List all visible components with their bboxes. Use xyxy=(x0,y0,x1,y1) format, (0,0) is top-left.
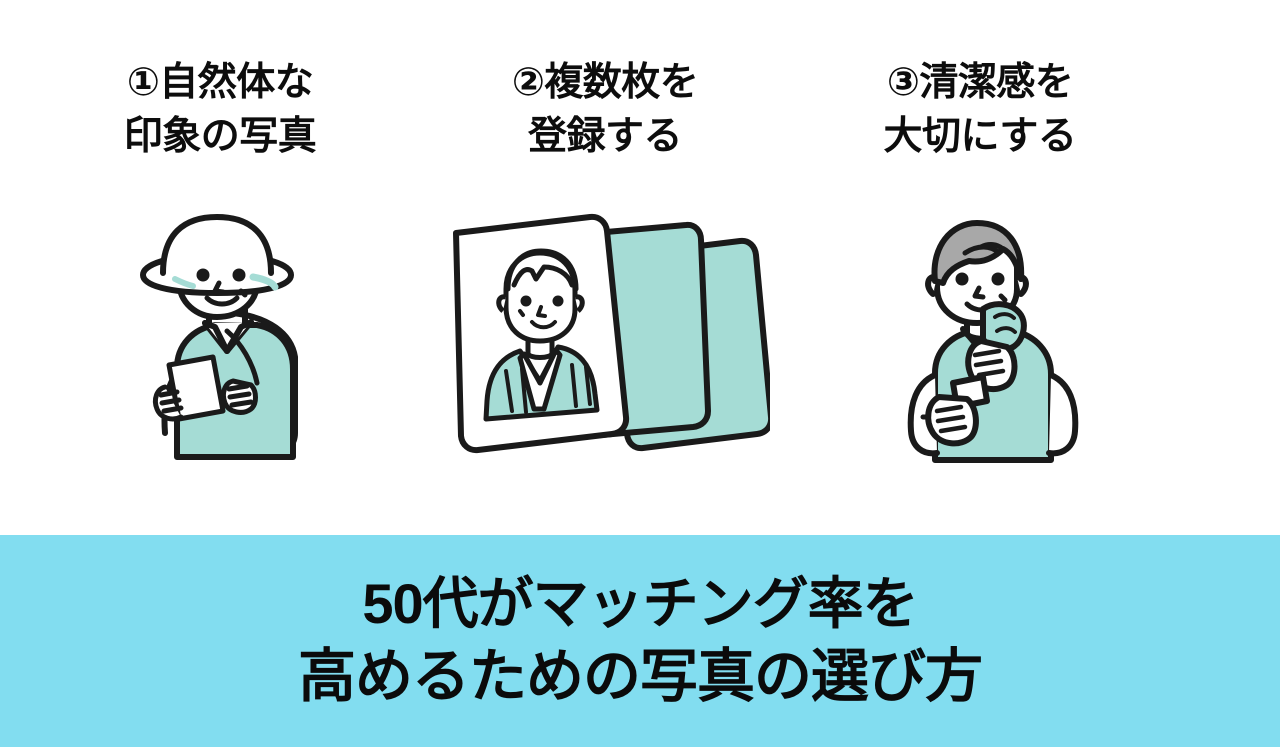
card-portrait xyxy=(483,248,600,422)
banner-title-line-1: 50代がマッチング率を xyxy=(362,572,918,636)
banner-title-line-2: 高めるための写真の選び方 xyxy=(297,643,983,709)
illustration-3-wrapper xyxy=(810,205,1150,505)
illustration-2-wrapper xyxy=(435,205,775,505)
face-eye-right xyxy=(232,268,246,282)
tip-heading-1: ①自然体な 印象の写真 xyxy=(123,61,317,158)
title-banner: 50代がマッチング率を 高めるための写真の選び方 xyxy=(0,535,1280,747)
tip-heading-2: ②複数枚を 登録する xyxy=(511,61,699,158)
tips-section: ①自然体な 印象の写真 xyxy=(50,0,1150,535)
tip-heading-3: ③清潔感を 大切にする xyxy=(883,61,1077,158)
face-eye-right xyxy=(991,272,1005,286)
face-eye-left xyxy=(196,268,210,282)
photo-cards-stack-icon xyxy=(453,213,770,454)
illustration-1-wrapper xyxy=(50,205,390,505)
man-wiping-face-icon xyxy=(907,220,1079,463)
gray-hair xyxy=(931,220,1025,286)
face-eye-left xyxy=(955,272,969,286)
tip-column-1: ①自然体な 印象の写真 xyxy=(50,0,390,535)
man-with-bucket-hat-icon xyxy=(140,214,298,460)
tip-column-2: ②複数枚を 登録する xyxy=(435,0,775,535)
tip-column-3: ③清潔感を 大切にする xyxy=(810,0,1150,535)
